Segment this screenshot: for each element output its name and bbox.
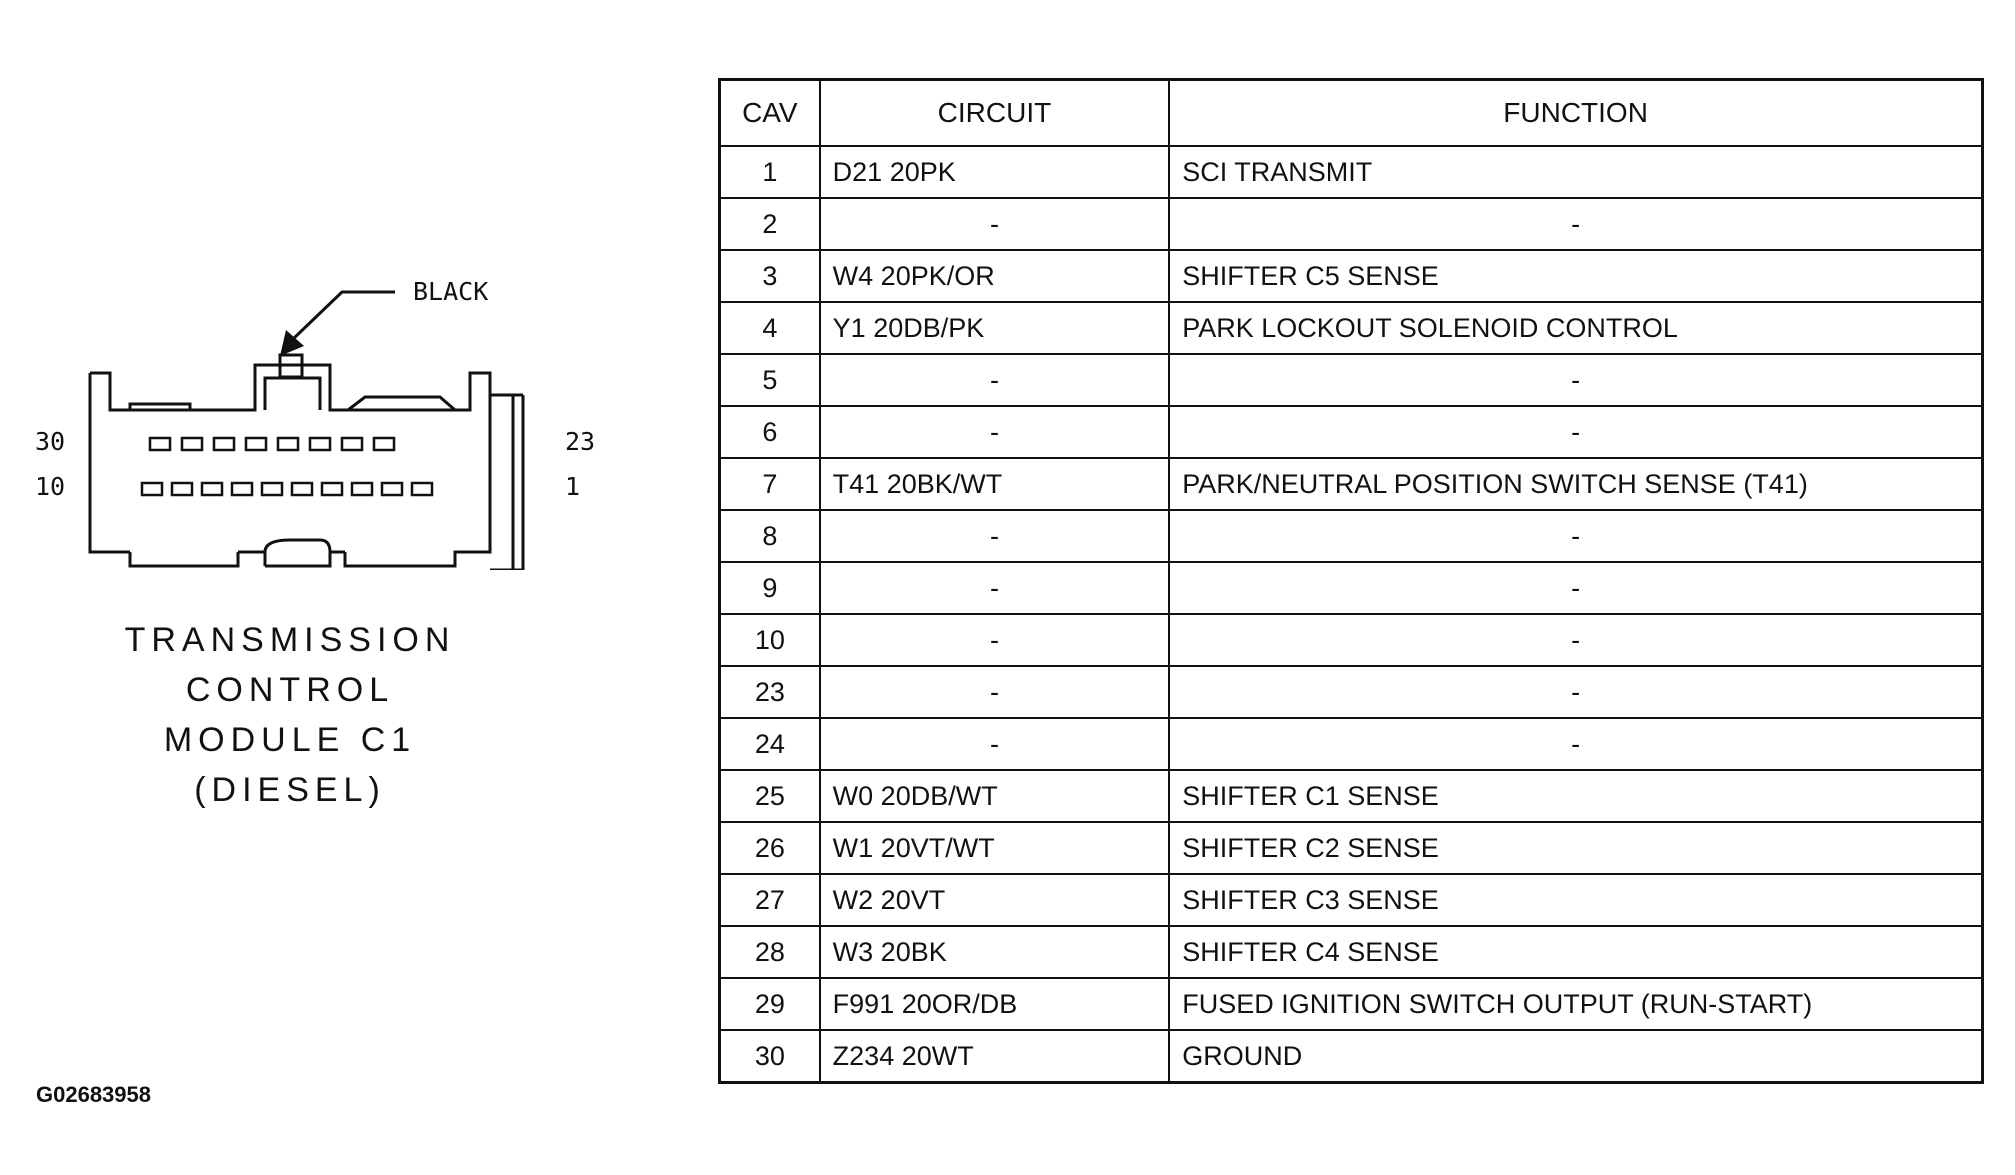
function-cell: - — [1168, 509, 1984, 563]
table-row: 2-- — [718, 197, 1984, 251]
caption-line: CONTROL — [185, 671, 395, 709]
cav-cell: 1 — [718, 145, 821, 199]
function-cell: PARK LOCKOUT SOLENOID CONTROL — [1168, 301, 1984, 355]
function-cell: SHIFTER C1 SENSE — [1168, 769, 1984, 823]
cav-cell: 29 — [718, 977, 821, 1031]
color-leader-line — [290, 290, 395, 342]
cav-cell: 27 — [718, 873, 821, 927]
cav-cell: 25 — [718, 769, 821, 823]
function-cell: SHIFTER C2 SENSE — [1168, 821, 1984, 875]
circuit-cell: - — [818, 353, 1171, 407]
side-flange — [490, 393, 525, 570]
cav-cell: 2 — [718, 197, 821, 251]
function-cell: - — [1168, 665, 1984, 719]
cav-cell: 9 — [718, 561, 821, 615]
connector-diagram: BLACK 30 10 23 1 — [35, 277, 595, 570]
caption-line: MODULE C1 — [163, 721, 417, 759]
function-cell: - — [1168, 613, 1984, 667]
table-row: 24-- — [718, 717, 1984, 771]
leader-arrowhead — [280, 330, 304, 356]
table-row: 23-- — [718, 665, 1984, 719]
circuit-cell: W2 20VT — [818, 873, 1171, 927]
cav-cell: 28 — [718, 925, 821, 979]
locking-tab — [263, 376, 322, 410]
function-cell: SHIFTER C4 SENSE — [1168, 925, 1984, 979]
circuit-cell: W1 20VT/WT — [818, 821, 1171, 875]
cav-cell: 30 — [718, 1029, 821, 1084]
cav-cell: 8 — [718, 509, 821, 563]
connector-body — [88, 363, 492, 554]
circuit-cell: - — [818, 613, 1171, 667]
function-cell: PARK/NEUTRAL POSITION SWITCH SENSE (T41) — [1168, 457, 1984, 511]
connector-caption: TRANSMISSION CONTROL MODULE C1 (DIESEL) — [80, 615, 500, 815]
function-cell: - — [1168, 405, 1984, 459]
function-cell: - — [1168, 197, 1984, 251]
pin-label-top-left: 30 — [35, 427, 65, 456]
header-circuit: CIRCUIT — [818, 78, 1171, 147]
circuit-cell: - — [818, 197, 1171, 251]
function-cell: FUSED IGNITION SWITCH OUTPUT (RUN-START) — [1168, 977, 1984, 1031]
function-cell: - — [1168, 353, 1984, 407]
function-cell: SHIFTER C5 SENSE — [1168, 249, 1984, 303]
table-row: 6-- — [718, 405, 1984, 459]
pin-label-bottom-left: 10 — [35, 472, 65, 501]
header-cav: CAV — [718, 78, 821, 147]
cav-cell: 4 — [718, 301, 821, 355]
pin-label-top-right: 23 — [565, 427, 595, 456]
cav-cell: 7 — [718, 457, 821, 511]
circuit-cell: - — [818, 509, 1171, 563]
caption-line: TRANSMISSION — [124, 621, 456, 659]
circuit-cell: - — [818, 717, 1171, 771]
circuit-cell: - — [818, 561, 1171, 615]
circuit-cell: - — [818, 405, 1171, 459]
cav-cell: 5 — [718, 353, 821, 407]
cav-cell: 3 — [718, 249, 821, 303]
table-row: 9-- — [718, 561, 1984, 615]
cav-cell: 23 — [718, 665, 821, 719]
circuit-cell: - — [818, 665, 1171, 719]
circuit-cell: T41 20BK/WT — [818, 457, 1171, 511]
circuit-cell: D21 20PK — [818, 145, 1171, 199]
circuit-cell: W0 20DB/WT — [818, 769, 1171, 823]
cav-cell: 10 — [718, 613, 821, 667]
header-function: FUNCTION — [1168, 78, 1984, 147]
function-cell: - — [1168, 561, 1984, 615]
connector-color-label: BLACK — [413, 277, 488, 306]
circuit-cell: F991 20OR/DB — [818, 977, 1171, 1031]
table-header-row: CAV CIRCUIT FUNCTION — [718, 78, 1984, 147]
table-row: 8-- — [718, 509, 1984, 563]
cav-cell: 24 — [718, 717, 821, 771]
function-cell: - — [1168, 717, 1984, 771]
function-cell: SHIFTER C3 SENSE — [1168, 873, 1984, 927]
circuit-cell: W4 20PK/OR — [818, 249, 1171, 303]
cav-cell: 6 — [718, 405, 821, 459]
pin-label-bottom-right: 1 — [565, 472, 580, 501]
circuit-cell: Y1 20DB/PK — [818, 301, 1171, 355]
circuit-cell: W3 20BK — [818, 925, 1171, 979]
table-row: 5-- — [718, 353, 1984, 407]
function-cell: SCI TRANSMIT — [1168, 145, 1984, 199]
image-code: G02683958 — [36, 1082, 151, 1107]
function-cell: GROUND — [1168, 1029, 1984, 1084]
table-row: 10-- — [718, 613, 1984, 667]
latch-box — [278, 353, 304, 379]
cav-cell: 26 — [718, 821, 821, 875]
caption-line: (DIESEL) — [194, 771, 386, 809]
circuit-cell: Z234 20WT — [818, 1029, 1171, 1084]
